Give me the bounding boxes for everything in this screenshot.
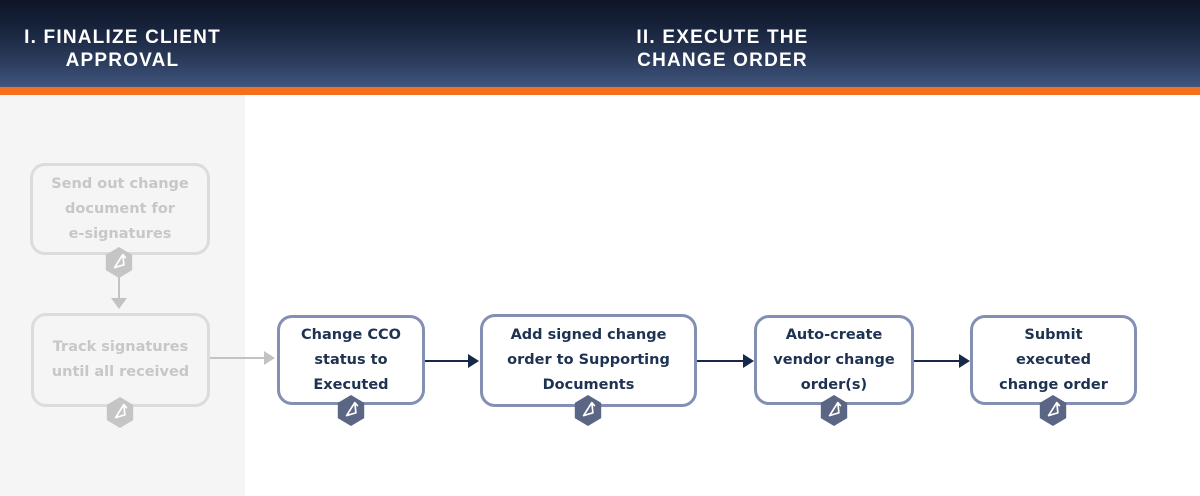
procore-hexagon-compass-icon: [573, 394, 603, 427]
procore-hexagon-compass-icon: [336, 394, 366, 427]
step-auto-create-vendor-change-orders: Auto-create vendor change order(s): [754, 315, 914, 405]
step-send-out-change-document: Send out change document for e-signature…: [30, 163, 210, 255]
connector-down-arrowhead-icon: [111, 298, 127, 309]
connector-step2-step3-line: [697, 360, 744, 362]
section-title-execute-change-order: II. EXECUTE THE CHANGE ORDER: [636, 27, 809, 71]
connector-down-line: [118, 277, 120, 299]
procore-hexagon-compass-icon: [1038, 394, 1068, 427]
procore-hexagon-compass-icon: [104, 246, 134, 279]
step-track-signatures: Track signatures until all received: [31, 313, 210, 407]
step-change-cco-status: Change CCO status to Executed: [277, 315, 425, 405]
connector-step1-step2-arrowhead-icon: [468, 354, 479, 368]
connector-step1-step2-line: [425, 360, 469, 362]
connector-step2-step3-arrowhead-icon: [743, 354, 754, 368]
connector-step3-step4-line: [914, 360, 960, 362]
connector-faded-to-active-arrowhead-icon: [264, 351, 275, 365]
step-add-signed-change-order: Add signed change order to Supporting Do…: [480, 314, 697, 407]
header-banner: I. FINALIZE CLIENT APPROVAL II. EXECUTE …: [0, 0, 1200, 87]
procore-hexagon-compass-icon: [105, 396, 135, 429]
section-title-finalize-client-approval: I. FINALIZE CLIENT APPROVAL: [24, 27, 221, 71]
step-submit-executed-change-order: Submit executed change order: [970, 315, 1137, 405]
accent-bar: [0, 87, 1200, 95]
procore-hexagon-compass-icon: [819, 394, 849, 427]
completed-phase-panel: [0, 95, 245, 496]
connector-faded-to-active-line: [210, 357, 265, 359]
connector-step3-step4-arrowhead-icon: [959, 354, 970, 368]
